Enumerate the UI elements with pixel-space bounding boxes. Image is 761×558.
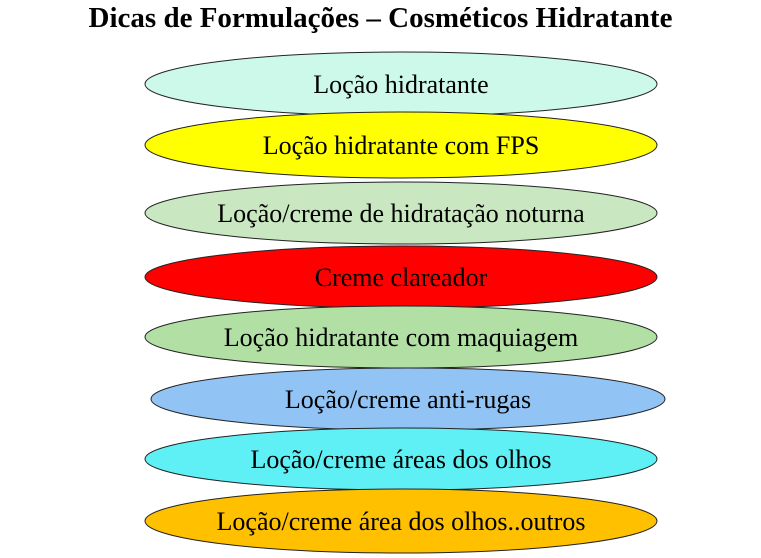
- item-label: Loção/creme área dos olhos..outros: [217, 507, 586, 536]
- item-label: Creme clareador: [315, 263, 488, 292]
- item-label: Loção/creme de hidratação noturna: [217, 199, 585, 228]
- formulation-item: Loção hidratante: [144, 51, 658, 117]
- formulation-item: Loção/creme áreas dos olhos: [144, 427, 658, 491]
- formulation-item: Loção/creme área dos olhos..outros: [144, 488, 658, 554]
- formulation-item: Loção/creme anti-rugas: [150, 367, 666, 431]
- item-ellipse: [144, 181, 658, 245]
- item-label: Loção hidratante com maquiagem: [224, 323, 578, 352]
- formulation-item: Creme clareador: [144, 245, 658, 309]
- item-ellipse: [144, 111, 658, 179]
- item-label: Loção/creme áreas dos olhos: [250, 445, 551, 474]
- item-label: Loção hidratante: [313, 70, 488, 99]
- slide-title: Dicas de Formulações – Cosméticos Hidrat…: [88, 2, 673, 34]
- formulation-item: Loção hidratante com FPS: [144, 111, 658, 179]
- item-label: Loção/creme anti-rugas: [285, 385, 531, 414]
- item-label: Loção hidratante com FPS: [263, 131, 540, 160]
- formulation-item: Loção/creme de hidratação noturna: [144, 181, 658, 245]
- formulation-item: Loção hidratante com maquiagem: [144, 305, 658, 369]
- item-ellipse: [144, 488, 658, 554]
